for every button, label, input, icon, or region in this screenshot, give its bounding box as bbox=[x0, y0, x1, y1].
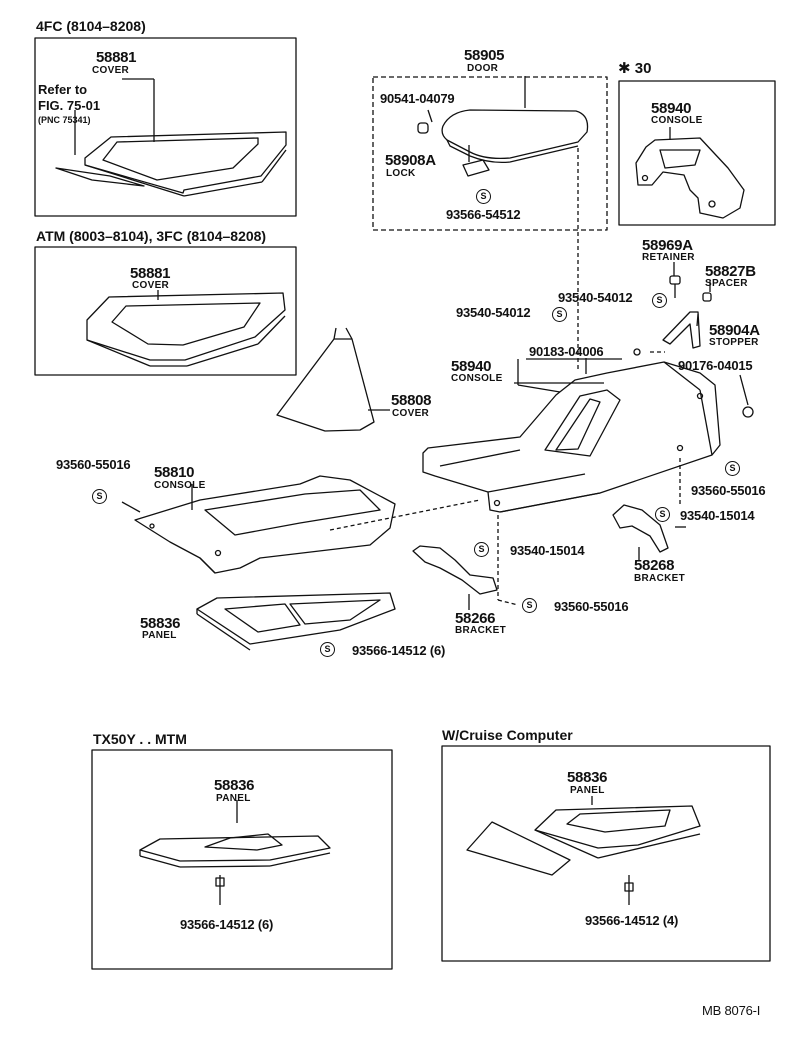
part-58810-number: 58810 bbox=[154, 464, 195, 481]
fastener-93560-55016-a: 93560-55016 bbox=[56, 457, 131, 472]
console-58810-drawing bbox=[134, 475, 396, 574]
part-58908a-name: LOCK bbox=[386, 168, 416, 179]
part-58836-main-number: 58836 bbox=[140, 615, 181, 632]
fastener-93540-15014-b: 93540-15014 bbox=[510, 543, 585, 558]
part-58266-name: BRACKET bbox=[455, 625, 506, 636]
fastener-93540-54012-b: 93540-54012 bbox=[456, 305, 531, 320]
fastener-93566-14512-main: 93566-14512 (6) bbox=[352, 643, 446, 658]
part-58940-main-number: 58940 bbox=[451, 358, 492, 375]
section-4fc-heading: 4FC (8104–8208) bbox=[36, 18, 146, 34]
refer-line1: Refer to bbox=[38, 82, 88, 97]
s-marker-icon: S bbox=[522, 598, 537, 613]
s-marker-icon: S bbox=[552, 307, 567, 322]
part-58268-number: 58268 bbox=[634, 557, 675, 574]
fastener-93560-55016-b: 93560-55016 bbox=[691, 483, 766, 498]
part-58810-name: CONSOLE bbox=[154, 480, 206, 491]
part-58266-number: 58266 bbox=[455, 610, 496, 627]
part-58808-number: 58808 bbox=[391, 392, 432, 409]
fastener-93566-54512: 93566-54512 bbox=[446, 207, 521, 222]
part-58808-name: COVER bbox=[392, 408, 430, 419]
s-marker-icon: S bbox=[92, 489, 107, 504]
fastener-93566-14512-cruise: 93566-14512 (4) bbox=[585, 913, 679, 928]
s-marker-icon: S bbox=[476, 189, 491, 204]
dashed-leaders bbox=[329, 148, 681, 606]
refer-line2: FIG. 75-01 bbox=[38, 98, 101, 113]
shift-cover-58808-drawing bbox=[276, 327, 390, 432]
section-star30-heading: ✱ 30 bbox=[618, 60, 652, 77]
cover-58881-4fc-drawing bbox=[55, 78, 287, 197]
fastener-90541-04079: 90541-04079 bbox=[380, 91, 455, 106]
part-58827b-number: 58827B bbox=[705, 263, 756, 280]
console-58940-star30-drawing bbox=[635, 127, 745, 219]
solid-leaders bbox=[121, 109, 749, 528]
part-58881-atm-name: COVER bbox=[132, 280, 170, 291]
fastener-93566-14512-tx50y: 93566-14512 (6) bbox=[180, 917, 274, 932]
s-marker-icon: S bbox=[320, 642, 335, 657]
section-atm-heading: ATM (8003–8104), 3FC (8104–8208) bbox=[36, 228, 267, 244]
part-58827b-name: SPACER bbox=[705, 278, 748, 289]
part-58836-main-name: PANEL bbox=[142, 630, 177, 641]
box-4fc bbox=[34, 37, 297, 217]
part-58908a-number: 58908A bbox=[385, 152, 436, 169]
fastener-93540-54012-a: 93540-54012 bbox=[558, 290, 633, 305]
part-58881-4fc-number: 58881 bbox=[96, 49, 137, 66]
box-cruise bbox=[441, 745, 771, 962]
s-marker-icon: S bbox=[655, 507, 670, 522]
fastener-93560-55016-c: 93560-55016 bbox=[554, 599, 629, 614]
part-58940-star30-name: CONSOLE bbox=[651, 115, 703, 126]
console-58940-main-drawing bbox=[422, 358, 721, 513]
drawing-code: MB 8076-I bbox=[702, 1003, 761, 1018]
panel-58836-tx50y-drawing bbox=[139, 800, 331, 905]
box-star30 bbox=[618, 80, 776, 226]
part-58905-number: 58905 bbox=[464, 47, 505, 64]
part-58881-atm-number: 58881 bbox=[130, 265, 171, 282]
box-door bbox=[372, 76, 608, 231]
part-58836-tx50y-number: 58836 bbox=[214, 777, 255, 794]
fastener-90183-04006: 90183-04006 bbox=[529, 344, 604, 359]
part-58836-cruise-number: 58836 bbox=[567, 769, 608, 786]
bracket-58266-drawing bbox=[412, 545, 498, 610]
retainer-stopper-drawing bbox=[633, 262, 754, 418]
box-tx50y bbox=[91, 749, 393, 970]
part-58268-name: BRACKET bbox=[634, 573, 685, 584]
box-atm bbox=[34, 246, 297, 376]
part-58940-star30-number: 58940 bbox=[651, 100, 692, 117]
fastener-93540-15014-a: 93540-15014 bbox=[680, 508, 755, 523]
part-58904a-number: 58904A bbox=[709, 322, 760, 339]
fastener-90176-04015: 90176-04015 bbox=[678, 358, 753, 373]
panel-58836-main-drawing bbox=[196, 592, 396, 651]
s-marker-icon: S bbox=[652, 293, 667, 308]
part-58969a-number: 58969A bbox=[642, 237, 693, 254]
part-58904a-name: STOPPER bbox=[709, 337, 759, 348]
panel-58836-cruise-drawing bbox=[466, 796, 701, 905]
refer-line3: (PNC 75341) bbox=[38, 115, 91, 125]
part-58836-tx50y-name: PANEL bbox=[216, 793, 251, 804]
part-58905-name: DOOR bbox=[467, 63, 499, 74]
cover-58881-atm-drawing bbox=[86, 290, 286, 367]
bracket-58268-drawing bbox=[612, 504, 669, 561]
section-cruise-heading: W/Cruise Computer bbox=[442, 727, 573, 743]
s-marker-icon: S bbox=[474, 542, 489, 557]
section-tx50y-heading: TX50Y . . MTM bbox=[93, 731, 187, 747]
part-58969a-name: RETAINER bbox=[642, 252, 695, 263]
s-marker-icon: S bbox=[725, 461, 740, 476]
part-58836-cruise-name: PANEL bbox=[570, 785, 605, 796]
part-58940-main-name: CONSOLE bbox=[451, 373, 503, 384]
door-58905-drawing bbox=[417, 76, 589, 177]
part-58881-4fc-name: COVER bbox=[92, 65, 130, 76]
